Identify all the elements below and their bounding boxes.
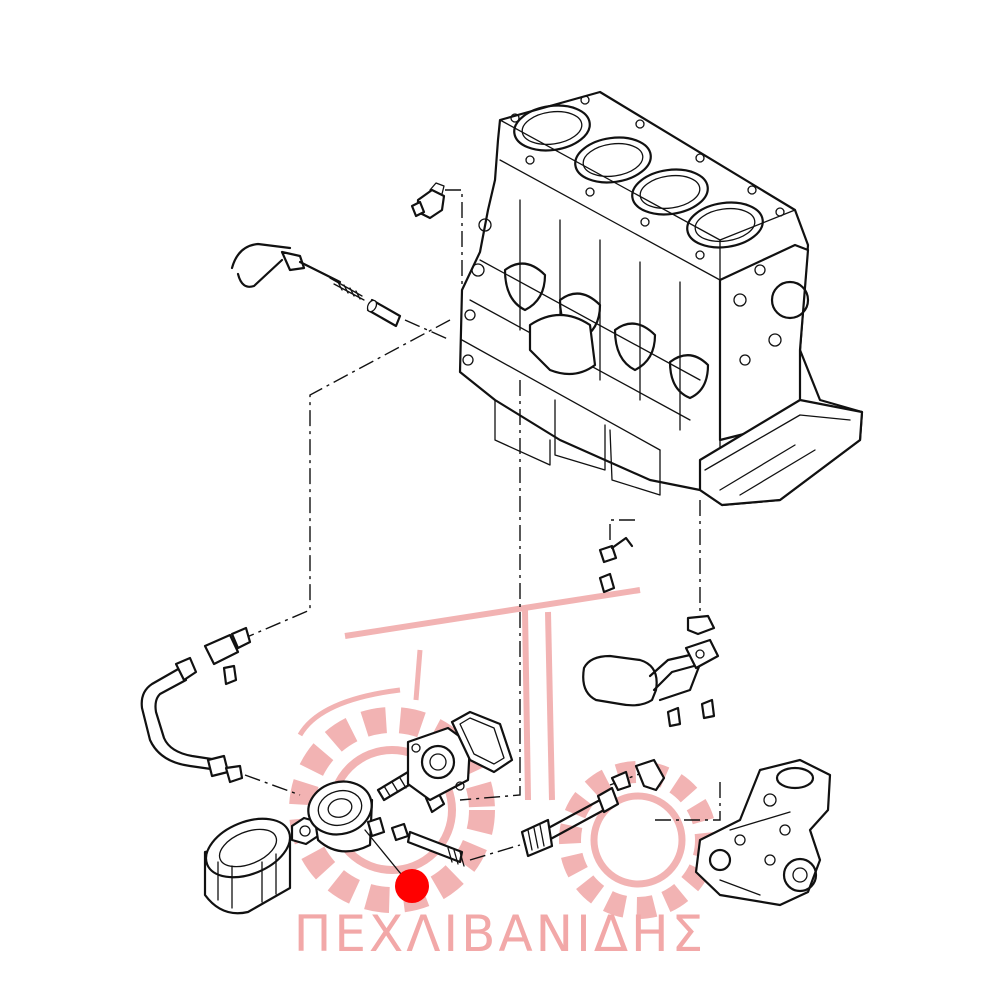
callout-marker (395, 869, 429, 903)
filter-head (406, 726, 472, 802)
watermark-gear-right (559, 761, 717, 919)
elbow-fitting (610, 758, 666, 792)
deck-bolt-holes (510, 95, 785, 260)
oil-return-pipe (140, 626, 252, 784)
watermark-brand-text: ΠΕΧΛΙΒΑΝΙΔΗΣ (293, 905, 707, 963)
dipstick-assembly (230, 242, 402, 328)
oil-feed-pipe (520, 786, 620, 858)
oil-pressure-switch (410, 182, 446, 220)
engine-block (458, 90, 864, 507)
filter-head-gasket (450, 710, 514, 774)
cylinder-bores (513, 104, 764, 249)
callout (364, 829, 429, 903)
oil-strainer (582, 638, 720, 707)
oil-cooler (307, 780, 374, 853)
watermark-tractor-cab (297, 587, 641, 801)
strainer-bracket (598, 536, 716, 728)
water-pump (694, 758, 832, 907)
oil-filter (203, 817, 292, 915)
